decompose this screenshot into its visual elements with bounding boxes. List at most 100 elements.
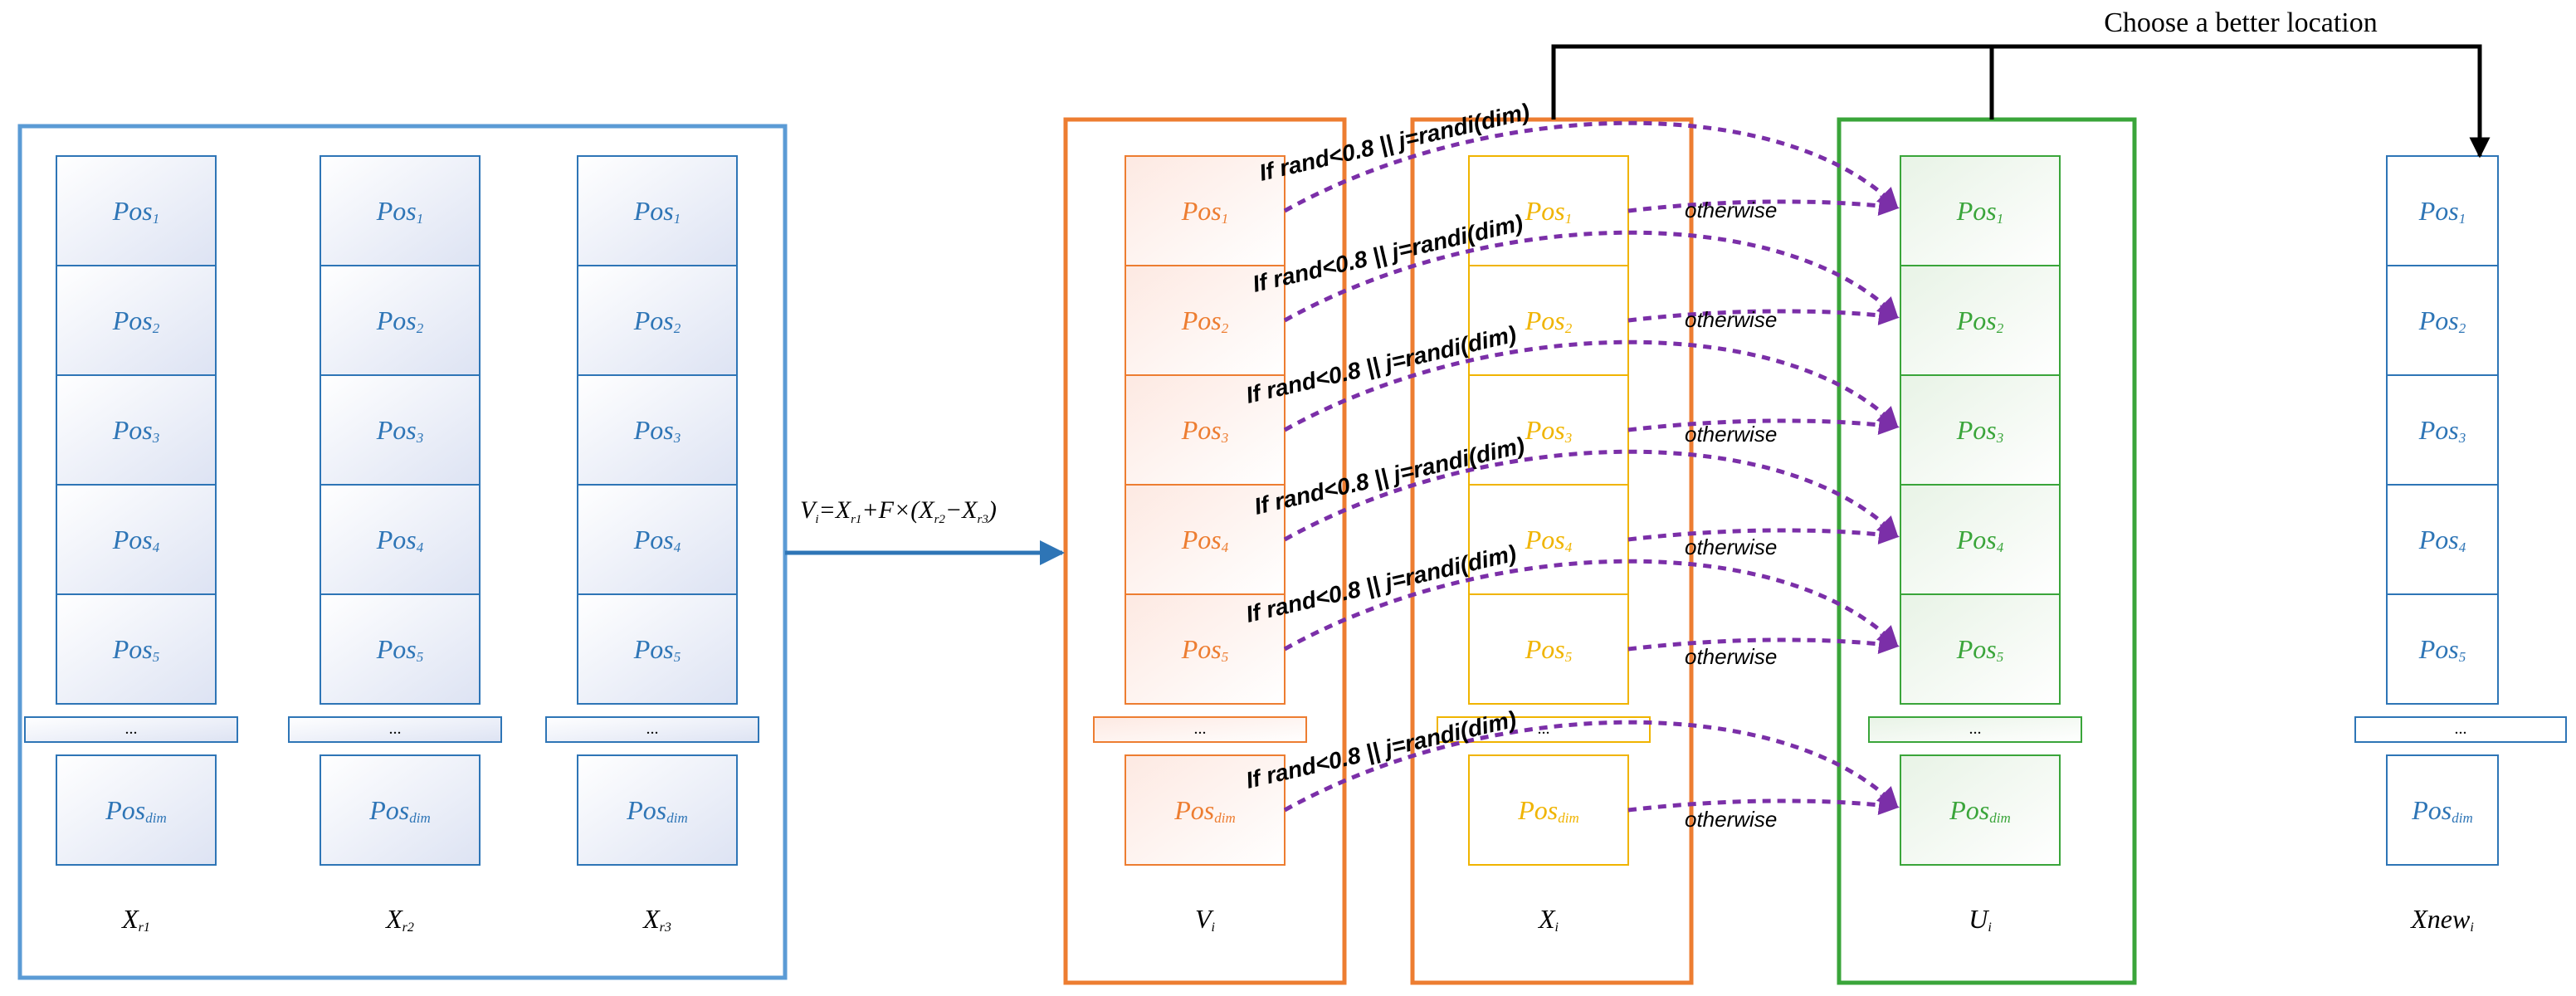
ellipsis-label-xr3: ... [646,720,659,738]
target-to-trial-arrow [1627,794,1900,816]
ellipsis-label-xr2: ... [389,720,402,738]
column-label-ui: Ui [1969,904,1992,935]
ellipsis-cell-xnew [2354,716,2567,743]
mutant-to-trial-arrow [1283,230,1899,323]
pos-label-xr2-2: Pos2 [376,305,424,336]
pos-cell-xr1-dim [56,754,217,866]
pos-cell-xr3-dim [577,754,738,866]
pos-label-ui-dim: Posdim [1949,795,2011,826]
ellipsis-cell-xr2 [288,716,502,743]
pos-label-xi-3: Pos3 [1525,415,1573,446]
pos-cell-xr2-2 [320,265,481,376]
mutant-frame [1063,117,1347,985]
pos-cell-ui-1 [1900,155,2061,266]
otherwise-label: otherwise [1685,644,1777,669]
pos-label-xnew-1: Pos1 [2418,196,2466,227]
pos-label-xr1-4: Pos4 [112,525,160,555]
column-label-xi: Xi [1537,904,1559,935]
pos-cell-xnew-3 [2386,374,2499,486]
column-label-xr1: Xr1 [120,904,150,935]
target-to-trial-arrow [1627,414,1900,436]
pos-cell-xnew-dim [2386,754,2499,866]
pos-label-xr2-dim: Posdim [368,795,431,826]
pos-cell-xr2-5 [320,593,481,705]
pos-cell-xnew-2 [2386,265,2499,376]
ellipsis-label-ui: ... [1969,720,1982,738]
ellipsis-cell-vi [1093,716,1307,743]
otherwise-label: otherwise [1685,198,1777,222]
pos-cell-xr2-1 [320,155,481,266]
pos-cell-xr1-2 [56,265,217,376]
pos-label-xr3-2: Pos2 [633,305,681,336]
pos-cell-xr1-5 [56,593,217,705]
pos-cell-vi-1 [1125,155,1286,266]
pos-label-xr2-3: Pos3 [376,415,424,446]
pos-label-xr3-3: Pos3 [633,415,681,446]
pos-cell-xnew-4 [2386,484,2499,595]
mutant-to-trial-arrow [1283,120,1899,213]
column-label-xnew: Xnewi [2409,904,2474,935]
mutant-to-trial-arrow [1283,559,1899,652]
pos-label-ui-1: Pos1 [1956,196,2004,227]
mutant-to-trial-arrow [1283,449,1899,542]
pos-cell-ui-dim [1900,754,2061,866]
column-label-xr2: Xr2 [384,904,414,935]
pos-label-xi-5: Pos5 [1525,634,1573,665]
ellipsis-label-xr1: ... [125,720,138,738]
pos-label-xr2-4: Pos4 [376,525,424,555]
choose-better-location-label: Choose a better location [2104,7,2378,38]
ellipsis-cell-xr1 [24,716,238,743]
pos-label-xr2-1: Pos1 [376,196,424,227]
pos-label-xr1-5: Pos5 [112,634,160,665]
target-to-trial-arrow [1627,524,1900,545]
pos-label-xi-1: Pos1 [1525,196,1573,227]
pos-label-xr1-2: Pos2 [112,305,160,336]
pos-label-xr1-1: Pos1 [112,196,160,227]
pos-cell-xr3-2 [577,265,738,376]
pos-cell-xi-5 [1468,593,1629,705]
pos-label-xnew-4: Pos4 [2418,525,2466,555]
pos-label-xnew-3: Pos3 [2418,415,2466,446]
pos-label-xr3-5: Pos5 [633,634,681,665]
pos-label-xr1-3: Pos3 [112,415,160,446]
ellipsis-cell-ui [1868,716,2082,743]
mutation-formula: Vi=Xr1+F×(Xr2−Xr3) [800,496,997,526]
pos-cell-vi-3 [1125,374,1286,486]
pos-label-vi-4: Pos4 [1181,525,1229,555]
otherwise-label: otherwise [1685,535,1777,559]
pos-cell-ui-2 [1900,265,2061,376]
pos-cell-xr1-4 [56,484,217,595]
pos-label-xr3-1: Pos1 [633,196,681,227]
pos-label-vi-dim: Posdim [1173,795,1236,826]
pos-label-ui-5: Pos5 [1956,634,2004,665]
pos-label-vi-2: Pos2 [1181,305,1229,336]
column-label-vi: Vi [1195,904,1215,935]
ellipsis-label-xnew: ... [2455,720,2467,738]
pos-cell-vi-dim [1125,754,1286,866]
pos-label-xnew-2: Pos2 [2418,305,2466,336]
column-label-xr3: Xr3 [642,904,671,935]
pos-cell-xr1-3 [56,374,217,486]
pos-cell-xi-dim [1468,754,1629,866]
pos-label-ui-3: Pos3 [1956,415,2004,446]
pos-cell-vi-4 [1125,484,1286,595]
pos-label-xi-4: Pos4 [1525,525,1573,555]
pos-label-xnew-5: Pos5 [2418,634,2466,665]
pos-cell-vi-5 [1125,593,1286,705]
pos-cell-xr2-dim [320,754,481,866]
pos-cell-xr1-1 [56,155,217,266]
pos-label-xnew-dim: Posdim [2411,795,2473,826]
pos-label-xr3-4: Pos4 [633,525,681,555]
mutant-to-trial-arrow [1283,720,1899,813]
pos-label-ui-4: Pos4 [1956,525,2004,555]
pos-label-xr2-5: Pos5 [376,634,424,665]
